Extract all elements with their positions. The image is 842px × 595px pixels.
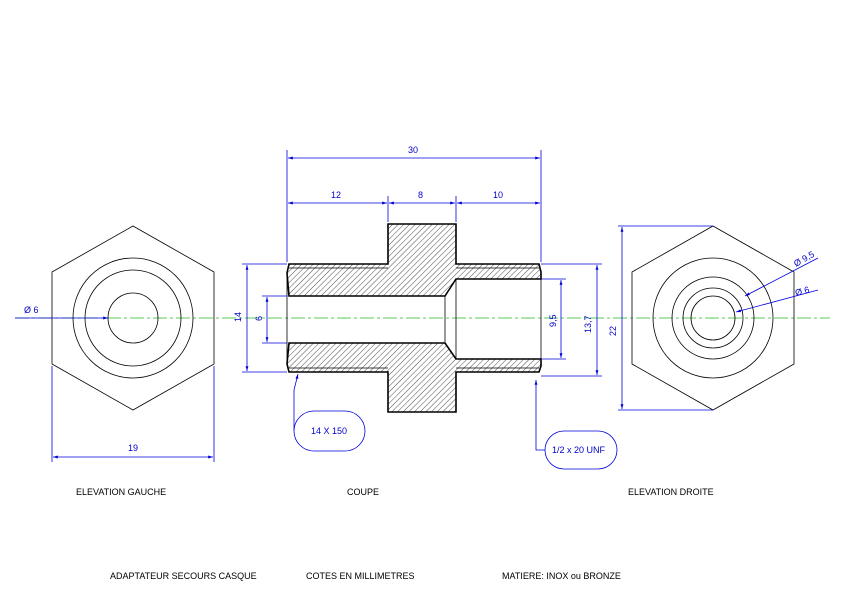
right-circle-3: [682, 287, 744, 349]
view-label-right: ELEVATION DROITE: [628, 487, 714, 497]
right-bore-dia-inner-label: Ø 6: [794, 285, 811, 298]
right-circle-2: [671, 276, 755, 360]
seg-right-label: 10: [493, 190, 503, 200]
right-inner-circle: [690, 295, 736, 341]
right-bore-leader-outer: [744, 257, 819, 297]
right-bore-leader-inner: [735, 289, 819, 313]
title-units: COTES EN MILLIMETRES: [306, 571, 415, 581]
hex-corners-label: 22: [608, 326, 618, 336]
title-part-name: ADAPTATEUR SECOURS CASQUE: [110, 571, 257, 581]
section-view: 30 12 8 10 14 6 9,5 13,7 14 X 150: [233, 145, 618, 470]
right-thread-callout: 1/2 x 20 UNF: [552, 445, 606, 455]
dia-left-inner-label: 6: [254, 316, 264, 321]
right-thread-leader: [534, 380, 545, 451]
left-thread-callout-box: [293, 410, 366, 452]
left-thread-leader: [293, 373, 299, 430]
left-thread-callout: 14 X 150: [311, 426, 347, 436]
right-thread-callout-box: [544, 430, 618, 470]
view-label-left: ELEVATION GAUCHE: [76, 487, 166, 497]
right-outer-circle: [652, 257, 774, 379]
left-hexagon: [51, 225, 215, 411]
view-label-section: COUPE: [347, 487, 379, 497]
left-elevation: Ø 6 19: [15, 225, 215, 462]
dia-left-outer-label: 14: [233, 312, 243, 322]
hex-flats-label: 19: [128, 443, 138, 453]
section-top-hatch: [286, 223, 542, 297]
seg-left-label: 12: [331, 190, 341, 200]
seg-mid-label: 8: [418, 190, 423, 200]
right-bore-dia-outer-label: Ø 9,5: [792, 249, 816, 269]
dia-right-inner-label: 9,5: [548, 314, 558, 327]
title-material: MATIERE: INOX ou BRONZE: [502, 571, 621, 581]
total-length-label: 30: [408, 145, 418, 155]
dia-right-outer-label: 13,7: [583, 315, 593, 333]
left-bore-dia-label: Ø 6: [24, 305, 39, 315]
section-bottom-hatch: [286, 342, 542, 413]
